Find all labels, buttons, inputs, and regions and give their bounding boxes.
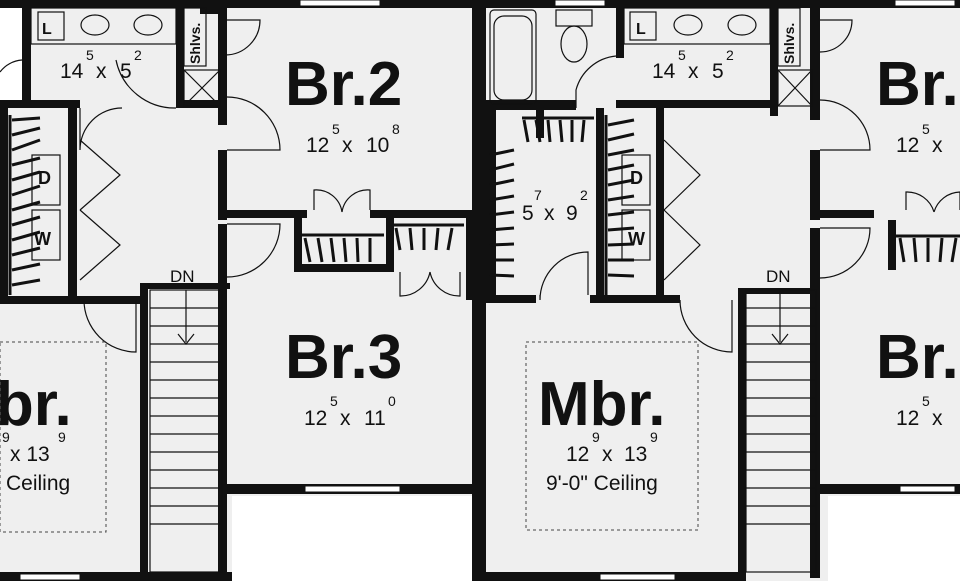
windows: [19, 0, 956, 581]
room-dimension-x: x: [932, 407, 943, 430]
closet-shelving-right: [486, 115, 960, 295]
dryer-label: D: [630, 168, 643, 188]
room-dimension-x: x: [342, 134, 353, 157]
room-name-br2: Br.2: [285, 50, 402, 119]
room-name-mbr-left: bbr.: [0, 370, 72, 439]
washer-label: W: [628, 229, 645, 249]
toilet-right: [555, 9, 593, 63]
room-dimension: 5: [522, 202, 534, 225]
room-dimension: 12: [306, 134, 329, 157]
room-dimension: 12: [566, 443, 589, 466]
bath-vanity-right: [623, 7, 771, 45]
room-name-br-right-bottom: Br.: [876, 323, 959, 392]
room-dimension: 14: [652, 60, 676, 83]
room-dimension-x: x: [340, 407, 351, 430]
closet-shelving-br3: [302, 223, 464, 263]
room-name-br-right-top: Br.: [876, 50, 959, 119]
room-dimension: 13: [624, 443, 647, 466]
stairs-left: [149, 289, 223, 573]
room-dimension: 14: [60, 60, 84, 83]
room-dimension: 5: [120, 60, 132, 83]
room-dimension-sup: 9: [2, 429, 10, 445]
room-dimension-sup: 5: [678, 47, 686, 63]
room-dimension-sup: 2: [726, 47, 734, 63]
room-dimension-sup: 5: [330, 393, 338, 409]
room-dimension-sup: 9: [58, 429, 66, 445]
doors-left: [0, 19, 461, 353]
room-name-mbr-right: Mbr.: [538, 370, 665, 439]
exterior-area: [232, 496, 476, 581]
room-dimension-sup: 5: [332, 121, 340, 137]
shelves-left: [183, 7, 221, 107]
room-dimension-x: x: [602, 443, 613, 466]
bath-vanity-left: [30, 7, 177, 45]
room-dimension-sup: 2: [134, 47, 142, 63]
stairs-down-label: DN: [170, 267, 195, 286]
room-dimension-sup: 5: [922, 121, 930, 137]
laundry-left: [31, 154, 61, 261]
doors-right: [539, 19, 960, 353]
laundry-right: [621, 154, 651, 261]
room-dimension-x: x: [544, 202, 555, 225]
room-dimension: 5: [712, 60, 724, 83]
bathtub-right: [489, 9, 537, 105]
room-dimension: x 13: [10, 443, 50, 466]
exterior-area: [828, 496, 960, 581]
room-dimension: 12: [304, 407, 327, 430]
room-dimension-sup: 5: [86, 47, 94, 63]
closet-shelving-left: [8, 115, 41, 295]
stairs-right: [745, 289, 817, 573]
room-name-br3: Br.3: [285, 323, 402, 392]
stairs-down-label: DN: [766, 267, 791, 286]
shelves-label: Shlvs.: [781, 23, 797, 64]
linen-label: L: [42, 21, 52, 38]
ceiling-outline-right: [525, 341, 699, 531]
room-dimension-sup: 9: [650, 429, 658, 445]
room-dimension: 12: [896, 407, 919, 430]
ceiling-outline-left: [0, 341, 107, 533]
room-dimension-sup: 2: [580, 187, 588, 203]
room-dimension: 11: [364, 407, 386, 430]
ceiling-height: Ceiling: [6, 472, 70, 495]
shelves-right: [777, 7, 813, 107]
room-dimension-sup: 9: [592, 429, 600, 445]
room-dimension-x: x: [932, 134, 943, 157]
room-dimension-x: x: [96, 60, 107, 83]
washer-label: W: [34, 229, 51, 249]
ceiling-height: 9'-0" Ceiling: [546, 472, 658, 495]
room-dimension-sup: 5: [922, 393, 930, 409]
room-dimension: 9: [566, 202, 578, 225]
exterior-area: [0, 0, 24, 100]
room-dimension-sup: 8: [392, 121, 400, 137]
room-dimension-sup: 7: [534, 187, 542, 203]
dryer-label: D: [38, 168, 51, 188]
room-dimension-sup: 0: [388, 393, 396, 409]
room-dimension: 10: [366, 134, 389, 157]
room-dimension: 12: [896, 134, 919, 157]
shelves-label: Shlvs.: [187, 23, 203, 64]
room-dimension-x: x: [688, 60, 699, 83]
linen-label: L: [636, 21, 646, 38]
